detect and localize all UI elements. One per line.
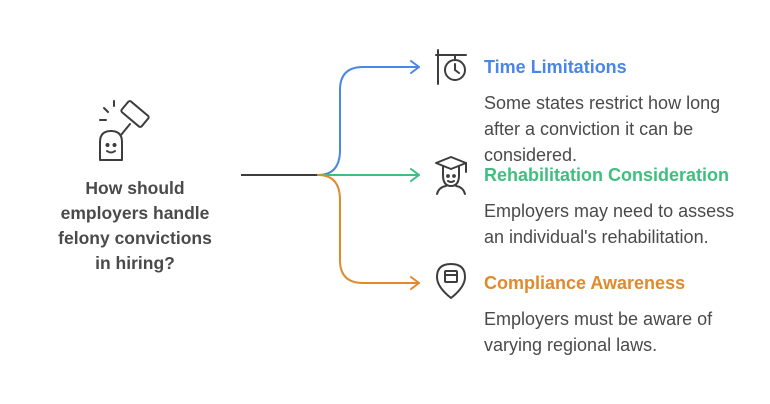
graduate-icon bbox=[435, 156, 467, 195]
map-pin-icon bbox=[436, 263, 466, 299]
central-question: How should employers handle felony convi… bbox=[58, 178, 212, 273]
branch-connector-1 bbox=[317, 66, 420, 176]
branch-title-compliance: Compliance Awareness bbox=[484, 273, 686, 293]
branch-title-time-limitations: Time Limitations bbox=[484, 57, 627, 77]
branch-arrow-3 bbox=[410, 276, 420, 290]
branch-title-rehabilitation: Rehabilitation Consideration bbox=[484, 165, 730, 185]
branch-description-compliance: Employers must be aware of varying regio… bbox=[484, 309, 713, 355]
branch-description-rehabilitation: Employers may need to assess an individu… bbox=[484, 201, 735, 247]
timer-sign-icon bbox=[435, 49, 467, 85]
gavel-icon bbox=[99, 100, 150, 161]
branch-description-time-limitations: Some states restrict how long after a co… bbox=[484, 93, 721, 165]
branch-arrow-1 bbox=[410, 60, 420, 74]
branch-connector-3 bbox=[317, 174, 420, 284]
branch-arrow-2 bbox=[410, 168, 420, 182]
